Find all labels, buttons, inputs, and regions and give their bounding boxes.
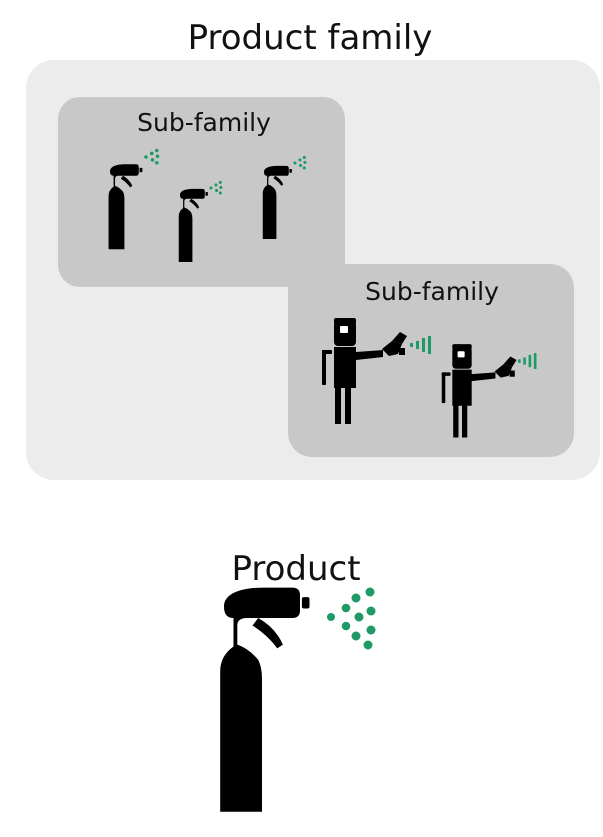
spray-mist-icon bbox=[209, 180, 223, 195]
product-label: Product bbox=[231, 549, 360, 589]
spray-mist-icon bbox=[518, 353, 537, 369]
spray-mist-icon bbox=[410, 336, 431, 354]
spray-mist-icon bbox=[293, 155, 307, 170]
subfamily-panel-painters bbox=[288, 264, 574, 457]
product-family-title: Product family bbox=[188, 18, 433, 58]
spray-bottle-icon bbox=[220, 587, 310, 812]
spray-mist-icon bbox=[327, 587, 376, 650]
subfamily-label-painters: Sub-family bbox=[365, 277, 499, 306]
subfamily-label-bottles: Sub-family bbox=[137, 108, 271, 137]
spray-mist-icon bbox=[144, 148, 160, 165]
